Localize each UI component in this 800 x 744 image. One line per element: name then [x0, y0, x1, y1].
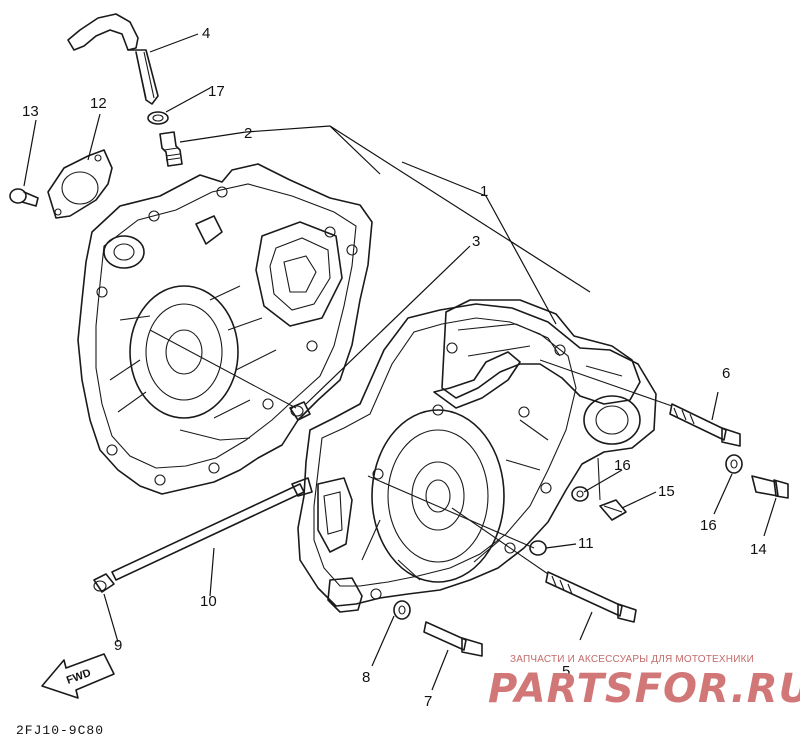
callout-4: 4: [202, 25, 210, 42]
callout-16-b: 16: [700, 517, 717, 534]
watermark-brand: PARTSFOR.RU: [488, 666, 800, 712]
washer-8: [393, 600, 411, 620]
hose-clip: [147, 111, 169, 125]
dowel-pin-3: [289, 401, 311, 421]
bolt-14: [751, 475, 789, 499]
callout-7: 7: [424, 693, 432, 710]
pin-9: [93, 573, 115, 593]
callout-12: 12: [90, 95, 107, 112]
screw-13: [9, 188, 39, 207]
oring-11: [529, 540, 547, 556]
bolt-6: [669, 403, 741, 447]
breather-hose: [67, 13, 159, 105]
watermark-tagline: ЗАПЧАСТИ И АКСЕССУАРЫ ДЛЯ МОТОТЕХНИКИ: [510, 654, 754, 665]
breather-fitting: [159, 131, 183, 167]
callout-6: 6: [722, 365, 730, 382]
callout-labels: 1 2 3 4 5 6 7 8 9 10 11 12 13 14 15 16 1…: [22, 25, 767, 710]
callout-14: 14: [750, 541, 767, 558]
fwd-arrow: FWD: [41, 653, 115, 699]
callout-16-a: 16: [614, 457, 631, 474]
callout-2: 2: [244, 125, 252, 142]
fwd-label: FWD: [65, 667, 93, 687]
long-stud-10: [111, 477, 313, 581]
drawing-code: 2FJ10-9C80: [16, 723, 104, 738]
callout-10: 10: [200, 593, 217, 610]
gasket-12: [47, 149, 113, 219]
callout-11: 11: [578, 535, 594, 552]
bolt-7: [423, 621, 483, 657]
assembly-lines: [149, 329, 673, 575]
callout-17: 17: [208, 83, 225, 100]
callout-5: 5: [562, 663, 570, 680]
left-crankcase: [77, 163, 373, 495]
callout-15: 15: [658, 483, 675, 500]
callout-1: 1: [480, 183, 488, 200]
watermark: ЗАПЧАСТИ И АКСЕССУАРЫ ДЛЯ МОТОТЕХНИКИ PA…: [488, 654, 800, 712]
callout-13: 13: [22, 103, 39, 120]
washer-16-upper: [725, 454, 743, 474]
callout-8: 8: [362, 669, 370, 686]
callout-9: 9: [114, 637, 122, 654]
leader-lines: [23, 33, 777, 691]
callout-3: 3: [472, 233, 480, 250]
bolt-5: [545, 571, 637, 623]
bolt-15: [599, 499, 627, 521]
washer-16-middle: [571, 486, 589, 502]
right-crankcase: [297, 299, 657, 613]
